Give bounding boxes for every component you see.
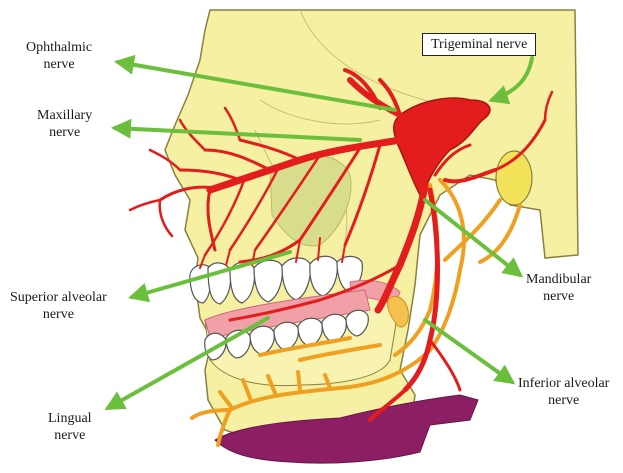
mandibular-nerve-line1: Mandibular [526, 271, 591, 288]
inferior-alveolar-nerve-label: Inferior alveolar nerve [518, 375, 609, 409]
maxillary-nerve-line1: Maxillary [37, 107, 92, 124]
superior-alveolar-nerve-line1: Superior alveolar [10, 289, 107, 306]
lingual-nerve-line1: Lingual [48, 410, 92, 427]
mandibular-nerve-label: Mandibular nerve [526, 271, 591, 305]
inferior-alveolar-nerve-line1: Inferior alveolar [518, 375, 609, 392]
mandibular-nerve-line2: nerve [526, 288, 591, 305]
superior-alveolar-nerve-label: Superior alveolar nerve [10, 289, 107, 323]
inferior-alveolar-nerve-line2: nerve [518, 392, 609, 409]
maxillary-nerve-label: Maxillary nerve [37, 107, 92, 141]
lingual-nerve-label: Lingual nerve [48, 410, 92, 444]
ophthalmic-nerve-line2: nerve [26, 56, 92, 73]
trigeminal-nerve-text: Trigeminal nerve [431, 36, 527, 53]
lingual-nerve-line2: nerve [48, 427, 92, 444]
superior-alveolar-nerve-line2: nerve [10, 306, 107, 323]
ophthalmic-nerve-line1: Ophthalmic [26, 39, 92, 56]
maxillary-nerve-line2: nerve [37, 124, 92, 141]
ophthalmic-nerve-label: Ophthalmic nerve [26, 39, 92, 73]
trigeminal-nerve-label: Trigeminal nerve [422, 33, 536, 56]
